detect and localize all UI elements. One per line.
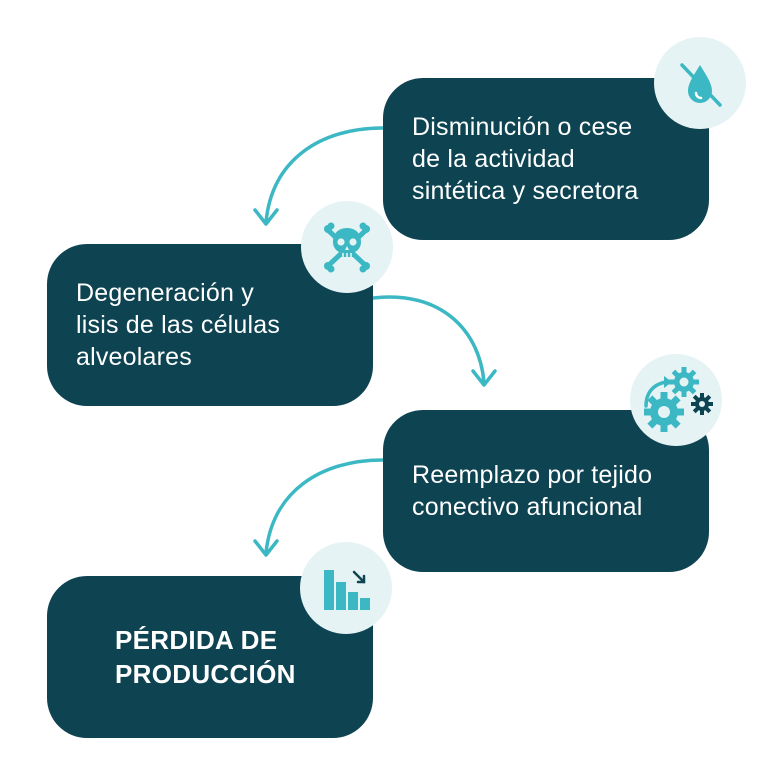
flow-step-2-line-2: lisis de las células	[76, 311, 281, 339]
flow-step-4-line-2: PRODUCCIÓN	[115, 659, 296, 689]
flow-step-1: Disminución o cese de la actividad sinté…	[383, 78, 709, 240]
flow-step-1-text: Disminución o cese de la actividad sinté…	[412, 111, 639, 207]
flow-step-2-line-3: alveolares	[76, 343, 192, 371]
arrowhead-step3-to-step4	[253, 539, 279, 557]
flow-step-1-line-3: sintética y secretora	[412, 177, 639, 205]
flow-step-1-line-2: de la actividad	[412, 145, 575, 173]
flow-step-2-text: Degeneración y lisis de las células alve…	[76, 277, 280, 373]
flow-step-1-line-1: Disminución o cese	[412, 113, 633, 141]
arrowhead-step1-to-step2	[253, 208, 279, 226]
declining-bar-chart-icon	[300, 542, 392, 634]
no-water-drop-icon	[654, 37, 746, 129]
arrow-step3-to-step4	[264, 458, 385, 555]
gears-icon	[630, 354, 722, 446]
arrow-step2-to-step3	[371, 295, 486, 385]
flow-step-4-text: PÉRDIDA DE PRODUCCIÓN	[115, 623, 296, 691]
flow-step-3-line-1: Reemplazo por tejido	[412, 461, 653, 489]
flow-step-2-line-1: Degeneración y	[76, 279, 254, 307]
arrowhead-step2-to-step3	[471, 369, 497, 387]
skull-crossbones-icon	[301, 201, 393, 293]
flow-step-3-line-2: conectivo afuncional	[412, 493, 643, 521]
flow-step-4-line-1: PÉRDIDA DE	[115, 625, 278, 655]
flow-step-3-text: Reemplazo por tejido conectivo afunciona…	[412, 459, 652, 523]
